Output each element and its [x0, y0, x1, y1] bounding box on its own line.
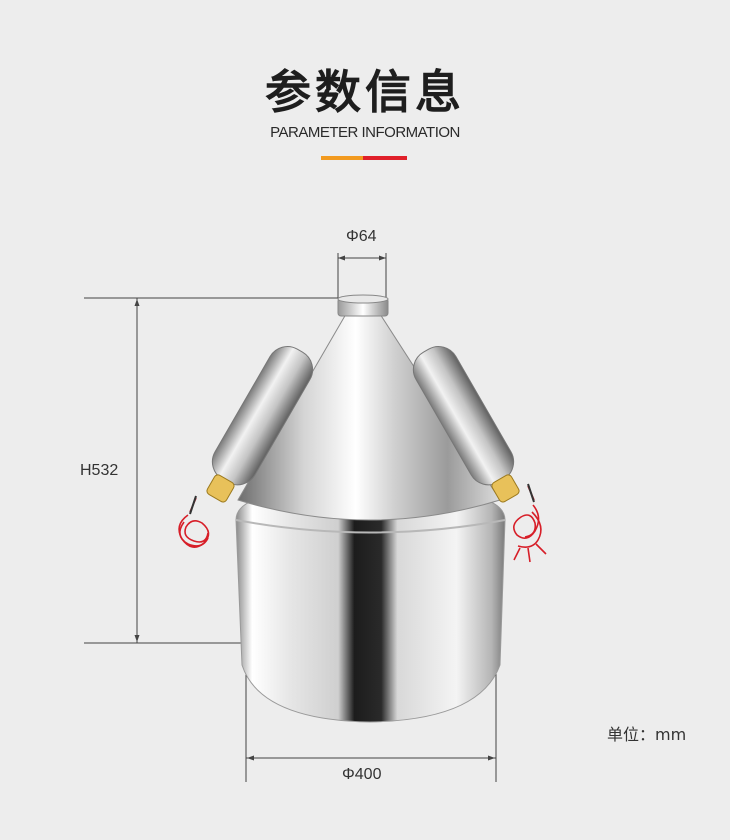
height-label: H532 — [80, 462, 119, 479]
top-diameter-label: Φ64 — [346, 228, 377, 245]
page-subtitle: PARAMETER INFORMATION — [270, 124, 460, 141]
distiller-pot-image — [178, 294, 547, 723]
accent-bar-orange — [321, 156, 363, 160]
bottom-diameter-label: Φ400 — [342, 766, 382, 783]
unit-label: 单位：mm — [607, 725, 687, 744]
accent-bar-red — [363, 156, 407, 160]
page-title: 参数信息 — [265, 65, 465, 119]
